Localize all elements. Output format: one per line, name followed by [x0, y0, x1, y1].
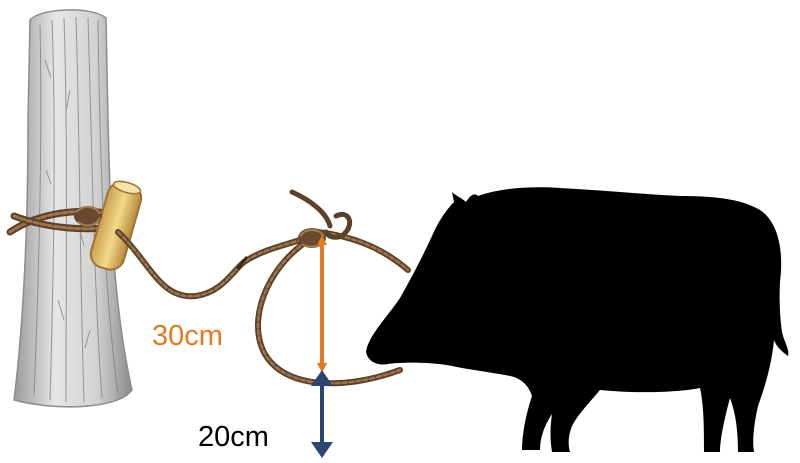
loop-height-label: 30cm [152, 322, 223, 351]
wild-boar-silhouette-icon [366, 187, 788, 452]
ground-clearance-label: 20cm [198, 423, 269, 452]
rope-lead-icon [118, 232, 300, 296]
knot-icon [74, 206, 102, 226]
ground-clearance-arrow [311, 370, 333, 458]
